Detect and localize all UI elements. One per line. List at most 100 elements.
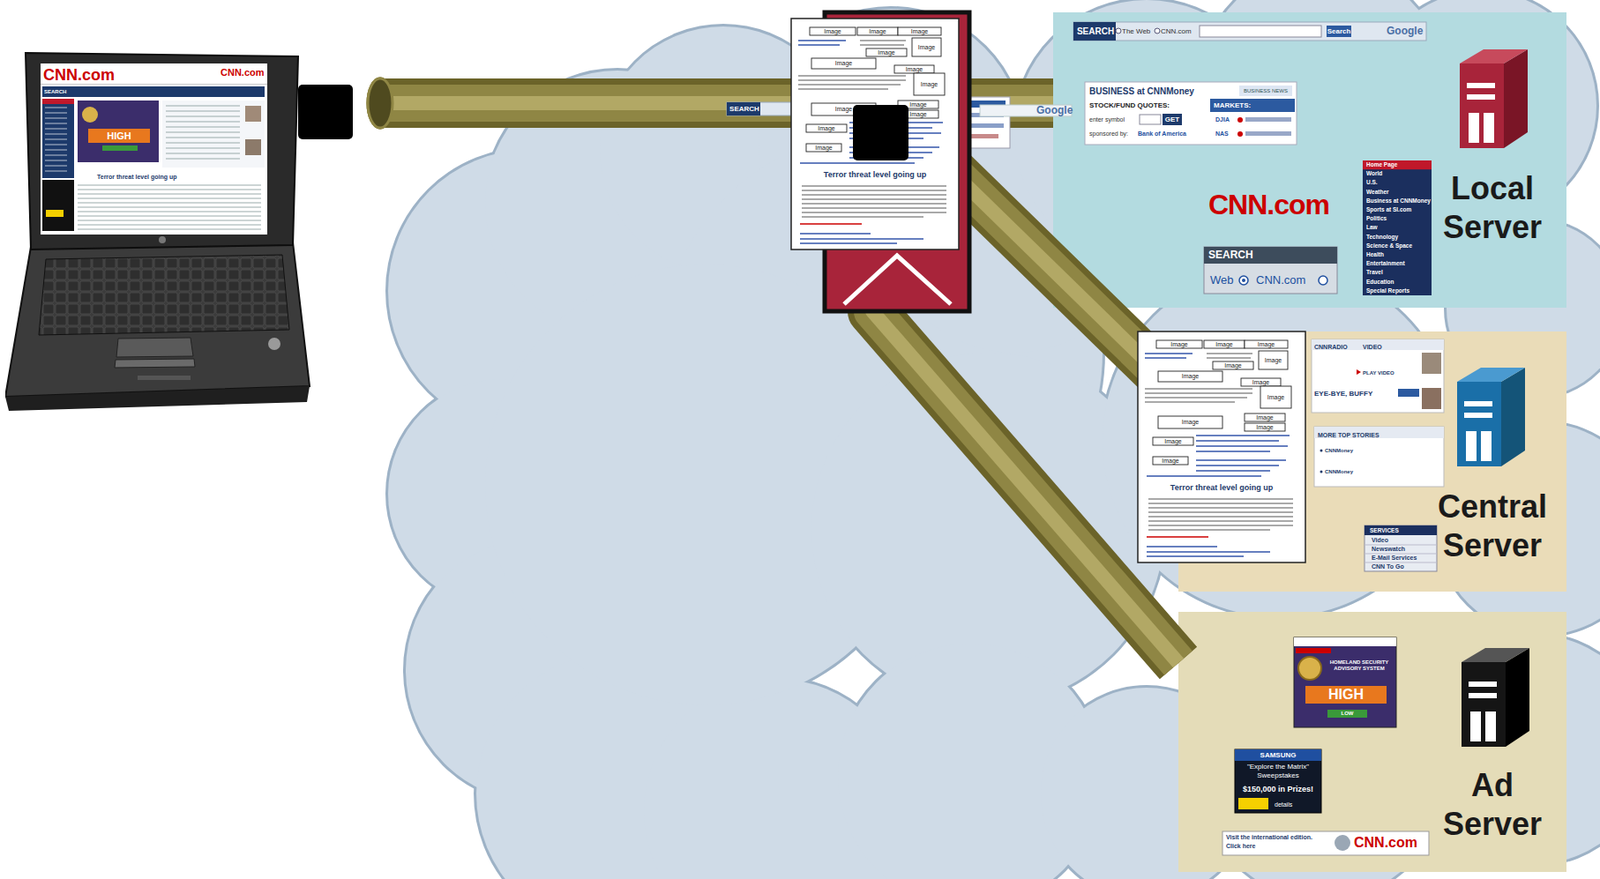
nav-menu-item: World	[1364, 169, 1432, 179]
homeland-graphic	[1295, 648, 1331, 654]
search-bar	[1073, 22, 1116, 41]
nav-menu-item: Science & Space	[1364, 241, 1432, 251]
logo-text: CNN.com	[43, 65, 123, 85]
server-icon	[1464, 401, 1493, 407]
international-banner	[1334, 835, 1351, 852]
image-placeholder: Image	[806, 143, 842, 152]
bar-label: MARKETS:	[1213, 100, 1258, 112]
server-icon	[1459, 63, 1504, 149]
video-box	[1398, 388, 1420, 397]
image-placeholder: Image	[912, 37, 942, 57]
image-placeholder: Image	[866, 48, 907, 57]
pipe-opening	[367, 78, 393, 128]
search-box	[1241, 278, 1246, 283]
logo-text: Google	[1386, 22, 1428, 39]
ad-text: details	[1274, 800, 1315, 810]
headline: Terror threat level going up	[97, 172, 230, 182]
pipe-body	[380, 103, 1179, 393]
radio-label: CNN.com	[1160, 25, 1198, 38]
field-label: sponsored by:	[1089, 128, 1138, 139]
image-placeholder: Image	[1158, 371, 1223, 382]
pipe-highlight	[380, 103, 1179, 664]
pipe-opening	[367, 78, 393, 128]
search-bar	[1073, 22, 1427, 41]
service-link: Newswatch	[1368, 545, 1437, 554]
homeland-graphic	[1293, 637, 1397, 647]
stories-box	[1320, 471, 1324, 474]
radio-label: CNN.com	[1256, 272, 1313, 289]
services-box	[1364, 525, 1437, 536]
ad-text: "Explore the Matrix" Sweepstakes	[1236, 762, 1320, 783]
ticker-label: DJIA	[1215, 114, 1237, 125]
button-label: Search	[1326, 25, 1352, 38]
services-box	[1364, 562, 1437, 564]
international-banner	[1222, 831, 1429, 856]
server-icon	[1457, 367, 1526, 467]
server-icon	[1459, 49, 1528, 149]
homeland-graphic	[1298, 657, 1322, 681]
nav-menu-item: Home Page	[1364, 160, 1432, 170]
stories-box	[1320, 449, 1324, 453]
server-icon	[1480, 431, 1492, 462]
homeland-graphic	[1305, 686, 1387, 704]
link-text: CNNMoney	[1324, 467, 1378, 477]
business-box	[1210, 98, 1295, 113]
ticker-label: NAS	[1215, 128, 1237, 139]
field-label: STOCK/FUND QUOTES:	[1089, 100, 1187, 112]
page-wireframe	[1137, 331, 1306, 563]
image-placeholder: Image	[1152, 456, 1189, 465]
threat-level: HIGH	[1305, 686, 1387, 704]
services-box	[1364, 525, 1437, 572]
image-placeholder: Image	[811, 58, 876, 69]
server-icon	[1501, 367, 1526, 467]
logo-text: Google	[1036, 103, 1072, 118]
homeland-graphic	[1293, 637, 1397, 728]
server-icon	[1464, 412, 1493, 419]
nav-menu-item: Health	[1364, 250, 1432, 260]
snippet-fragment	[726, 102, 761, 116]
network-pipe	[367, 78, 1179, 664]
image-placeholder: Image	[897, 27, 942, 36]
server-icon	[1461, 648, 1530, 748]
box-heading: SEARCH	[1208, 247, 1297, 263]
redaction-square	[852, 104, 909, 161]
service-link: Video	[1368, 536, 1437, 546]
threat-level: LOW	[1327, 710, 1368, 718]
server-icon	[1457, 367, 1526, 382]
server-icon	[1461, 648, 1530, 663]
nav-menu-item: Special Reports	[1364, 286, 1432, 296]
logo-text: CNN.com	[1208, 186, 1341, 223]
nav-menu-item: Business at CNNMoney	[1364, 196, 1432, 206]
nav-menu-item: SERVICES	[1368, 525, 1436, 536]
services-box	[1364, 553, 1437, 555]
box-heading: VIDEO	[1362, 343, 1394, 352]
nav-menu-item: Law	[1364, 223, 1432, 232]
search-box	[1318, 276, 1328, 285]
image-placeholder: Image	[1156, 340, 1203, 349]
nav-menu-item: Travel	[1364, 268, 1432, 277]
image-placeholder: Image	[1244, 423, 1286, 432]
image-placeholder: Image	[1260, 386, 1292, 409]
ad-text: $150,000 in Prizes!	[1234, 783, 1322, 796]
search-box	[1203, 246, 1338, 294]
image-placeholder: Image	[857, 27, 898, 36]
image-placeholder: Image	[1158, 416, 1223, 429]
video-box	[1421, 388, 1442, 410]
server-icon	[1466, 94, 1496, 100]
nav-menu-item: Education	[1364, 277, 1432, 287]
server-icon	[1468, 681, 1497, 688]
banner-ad	[1238, 798, 1269, 810]
server-label: Local Server	[1421, 169, 1563, 247]
nav-menu-item: Sports at SI.com	[1364, 205, 1432, 215]
box-heading: BUSINESS at CNNMoney	[1089, 85, 1213, 98]
video-box	[1421, 352, 1442, 374]
service-link: E-Mail Services	[1368, 553, 1437, 563]
pipe-opening	[367, 78, 393, 128]
image-placeholder: Image	[894, 65, 935, 74]
video-box	[1311, 339, 1444, 413]
button-label: GET	[1162, 113, 1182, 126]
search-bar	[1199, 25, 1322, 38]
pipe-body	[380, 103, 1179, 664]
nav-menu	[1362, 160, 1432, 296]
